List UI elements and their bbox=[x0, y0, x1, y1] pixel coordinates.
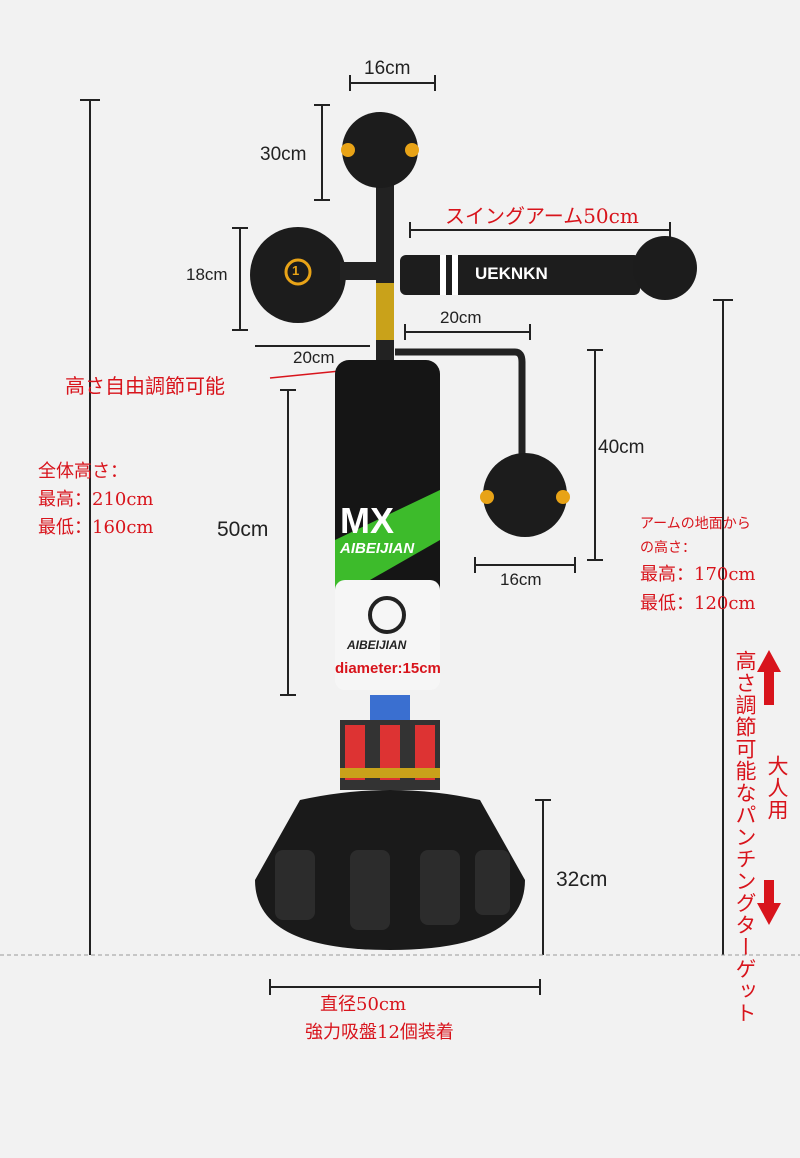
side-disc bbox=[250, 227, 346, 323]
dim-disc-offset: 20cm bbox=[293, 348, 335, 367]
dimension-lines bbox=[80, 75, 733, 995]
dim-arm-offset: 20cm bbox=[440, 308, 482, 327]
lower-ball bbox=[483, 453, 567, 537]
bag-brand-lower: AIBEIJIAN bbox=[347, 638, 407, 652]
vertical-note-adult: 大人用 bbox=[765, 755, 789, 821]
dim-bag-height: 50cm bbox=[217, 518, 269, 541]
dim-swing-arm: スイングアーム50cm bbox=[445, 204, 639, 228]
swing-arm bbox=[400, 255, 640, 295]
top-ball bbox=[342, 112, 418, 188]
arm-logo: UEKNKN bbox=[475, 264, 548, 283]
note-height-adjustable: 高さ自由調節可能 bbox=[65, 374, 225, 398]
dim-bag-diameter: diameter:15cm bbox=[335, 660, 441, 677]
dim-top-ball-width: 16cm bbox=[364, 58, 411, 79]
vertical-note-main: 高さ調節可能なパンチングターゲット bbox=[733, 650, 757, 1024]
dim-side-disc: 18cm bbox=[186, 265, 228, 284]
arm-height-title-1: アームの地面から bbox=[640, 516, 751, 532]
dim-base-diameter: 直径50cm bbox=[320, 994, 407, 1015]
arm-height-title-2: の高さ： bbox=[640, 540, 696, 556]
total-height-title: 全体高さ： bbox=[38, 461, 128, 482]
bag-logo: MX bbox=[340, 500, 394, 541]
total-height-max: 最高：210cm bbox=[38, 489, 154, 510]
dim-lower-drop: 40cm bbox=[598, 437, 645, 458]
total-height-block: 全体高さ： 最高：210cm 最低：160cm bbox=[38, 458, 154, 542]
dim-lower-ball-width: 16cm bbox=[500, 570, 542, 589]
note-suction-cups: 強力吸盤12個装着 bbox=[305, 1022, 454, 1043]
arm-height-block: アームの地面から の高さ： 最高：170cm 最低：120cm bbox=[640, 512, 756, 618]
arm-height-min: 最低：120cm bbox=[640, 593, 756, 614]
dim-base-height: 32cm bbox=[556, 868, 608, 891]
dim-top-ball-height: 30cm bbox=[260, 144, 307, 165]
arm-height-max: 最高：170cm bbox=[640, 564, 756, 585]
bag-brand: AIBEIJIAN bbox=[340, 540, 415, 557]
total-height-min: 最低：160cm bbox=[38, 517, 154, 538]
disc-number: 1 bbox=[292, 263, 300, 278]
